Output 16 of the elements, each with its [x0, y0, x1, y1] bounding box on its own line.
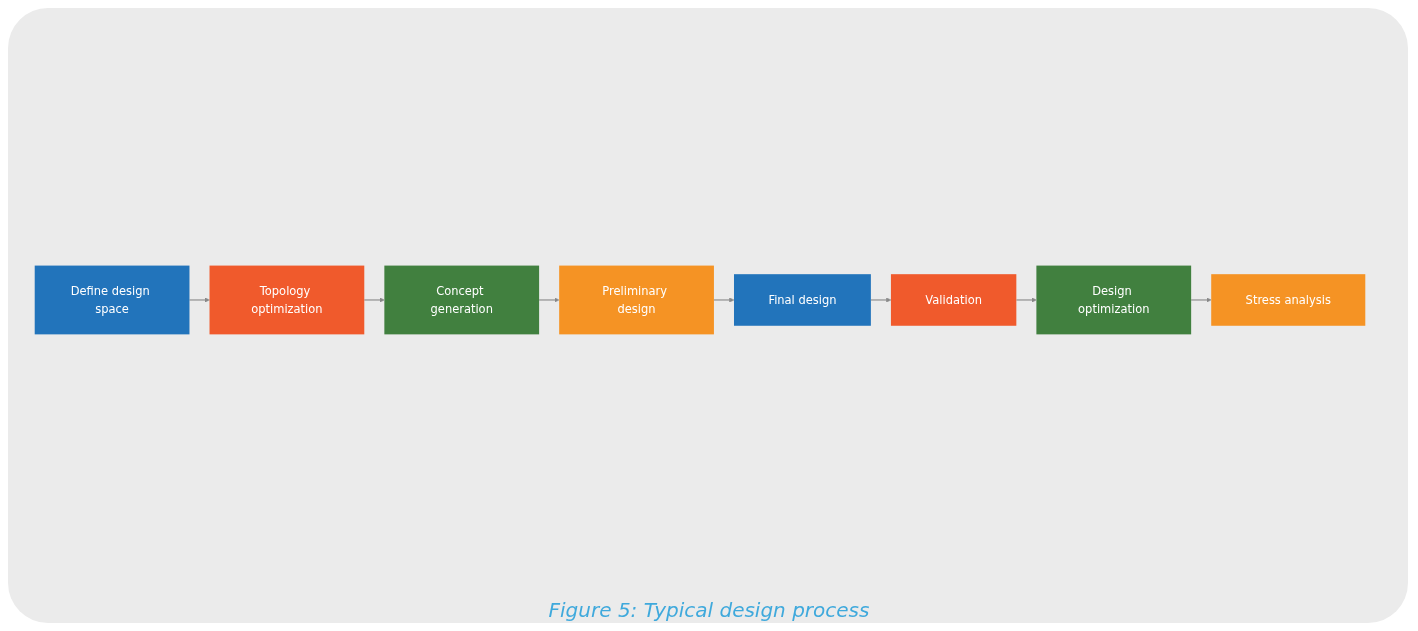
arrow	[363, 297, 385, 303]
arrow	[1015, 297, 1037, 303]
node-box: Define design space	[34, 265, 190, 335]
arrow	[870, 297, 892, 303]
arrow	[188, 297, 210, 303]
node-box: Concept generation	[384, 265, 540, 335]
arrow	[1190, 297, 1212, 303]
arrow	[713, 297, 735, 303]
caption: Figure 5: Typical design process	[547, 598, 871, 622]
node-box: Final design	[734, 274, 871, 326]
node-box: Stress analysis	[1211, 274, 1366, 326]
node-box: Validation	[890, 274, 1017, 326]
node-box: Design optimization	[1036, 265, 1192, 335]
node-box: Topology optimization	[209, 265, 365, 335]
node-box: Preliminary design	[559, 265, 714, 335]
arrow	[538, 297, 560, 303]
